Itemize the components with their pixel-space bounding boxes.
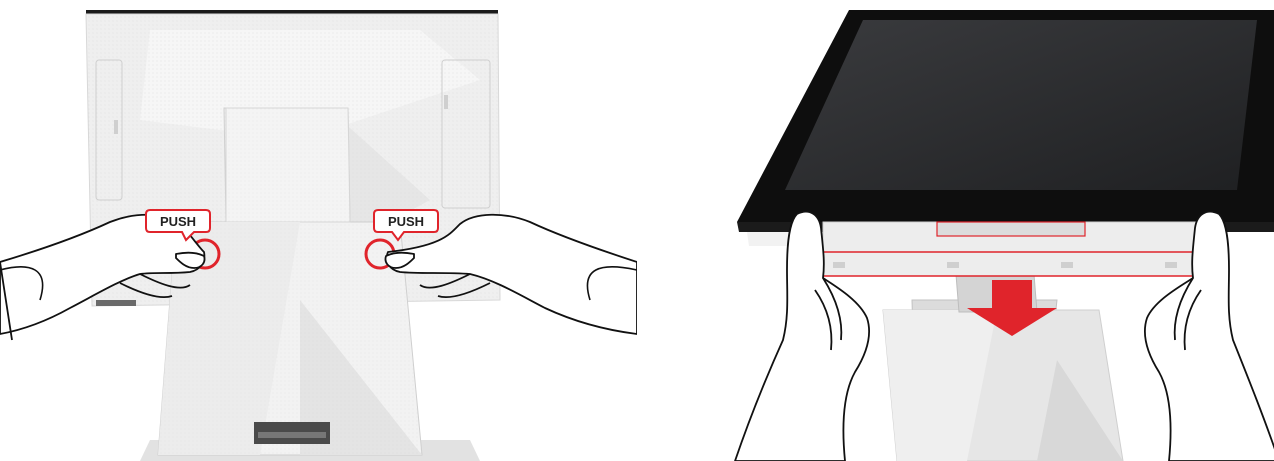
rear-monitor-illustration: PUSH PUSH xyxy=(0,0,637,461)
mount-bracket xyxy=(823,222,1197,276)
push-label-right: PUSH xyxy=(388,214,424,229)
panel-lift-monitor xyxy=(637,0,1274,461)
lift-monitor-illustration xyxy=(637,0,1274,461)
monitor-front xyxy=(737,10,1274,246)
push-label-left: PUSH xyxy=(160,214,196,229)
panel-rear-push-release: PUSH PUSH xyxy=(0,0,637,461)
